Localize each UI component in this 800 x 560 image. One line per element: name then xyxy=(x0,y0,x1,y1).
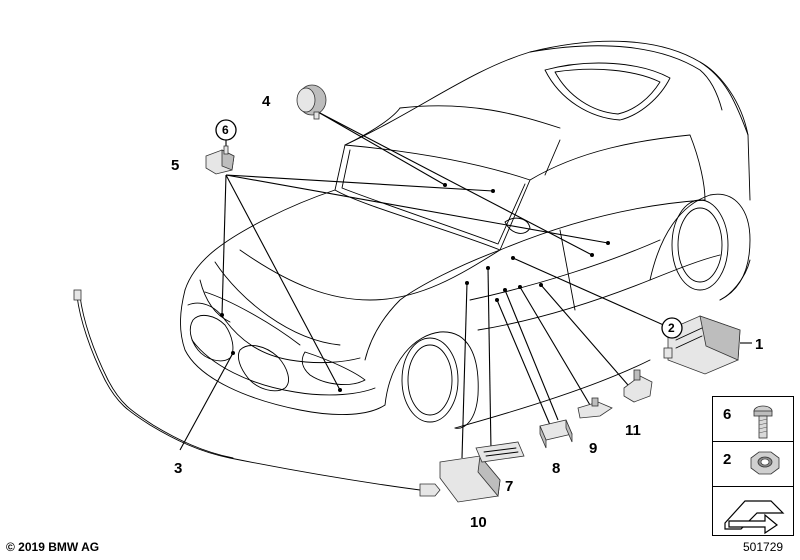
torx-bolt-icon: 6 xyxy=(723,405,773,439)
part-10-module-icon xyxy=(439,455,501,503)
callout-1: 1 xyxy=(755,336,763,353)
car-outline xyxy=(180,40,751,429)
hardware-panel-nut: 2 xyxy=(712,441,794,489)
callouts: 1 3 4 5 7 8 9 10 11 xyxy=(171,93,763,531)
part-7-module-icon xyxy=(475,441,525,463)
leader-lines xyxy=(179,111,752,459)
document-number: 501729 xyxy=(743,540,784,554)
part-3-cable xyxy=(73,289,441,497)
hex-nut-icon: 2 xyxy=(723,451,780,475)
circled-callout-2: 2 xyxy=(661,317,683,339)
copyright-text: © 2019 BMW AG xyxy=(6,540,100,554)
part-8-bracket-icon xyxy=(539,419,573,449)
part-1-control-unit-icon xyxy=(663,315,741,375)
callout-3: 3 xyxy=(174,460,182,477)
callout-9: 9 xyxy=(589,440,597,457)
hardware-panel-bolt: 6 xyxy=(712,396,794,444)
callout-5: 5 xyxy=(171,157,179,174)
svg-text:2: 2 xyxy=(668,321,675,335)
part-9-sensor-icon xyxy=(577,397,613,419)
part-4-sensor-icon xyxy=(296,84,327,120)
callout-8: 8 xyxy=(552,460,560,477)
hardware-number-2: 2 xyxy=(723,451,731,468)
part-11-sensor-icon xyxy=(623,369,653,403)
callout-4: 4 xyxy=(262,93,271,110)
hardware-panel-symbol xyxy=(712,486,794,536)
callout-10: 10 xyxy=(470,514,487,531)
arrow-symbol-icon xyxy=(724,500,785,535)
hardware-number-6: 6 xyxy=(723,406,731,423)
leader-endpoints xyxy=(220,183,610,392)
svg-text:6: 6 xyxy=(222,123,229,137)
callout-7: 7 xyxy=(505,478,513,495)
part-5-sensor-icon xyxy=(205,145,235,175)
callout-11: 11 xyxy=(625,422,641,439)
circled-callout-6: 6 xyxy=(215,119,237,141)
